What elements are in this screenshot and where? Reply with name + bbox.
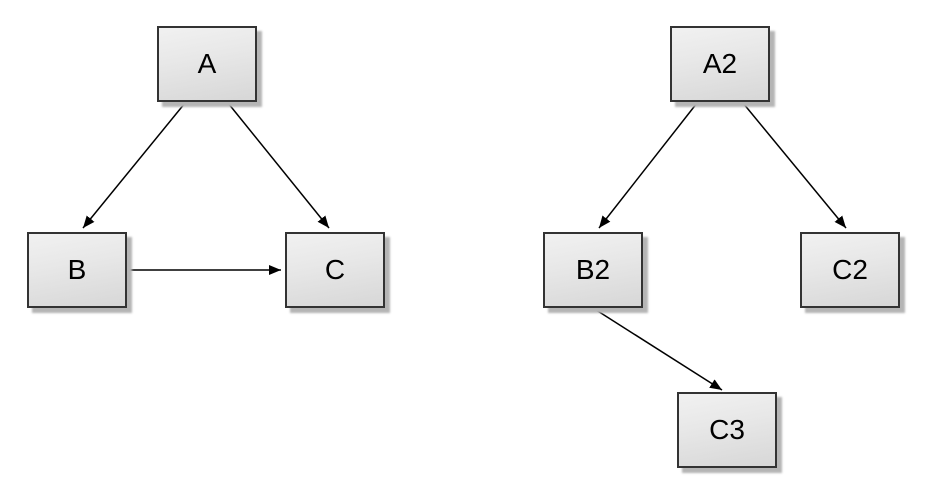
node-A-label: A [197,48,217,79]
node-B2-label: B2 [575,254,611,285]
edge-A2-to-C2 [742,102,847,229]
node-B: B [27,232,127,308]
edge-A2-to-B2 [598,102,698,229]
node-C3: C3 [677,392,777,468]
node-C2: C2 [800,232,900,308]
node-C3-label: C3 [709,414,745,445]
edge-A-to-C [227,102,330,229]
node-C2-label: C2 [832,254,868,285]
node-C: C [285,232,385,308]
node-C-label: C [324,254,346,285]
node-A2-label: A2 [702,48,738,79]
node-B2: B2 [543,232,643,308]
node-B-label: B [67,254,87,285]
edge-B2-to-C3 [592,307,723,391]
node-A: A [157,26,257,102]
edge-A-to-B [82,102,186,229]
node-A2: A2 [670,26,770,102]
